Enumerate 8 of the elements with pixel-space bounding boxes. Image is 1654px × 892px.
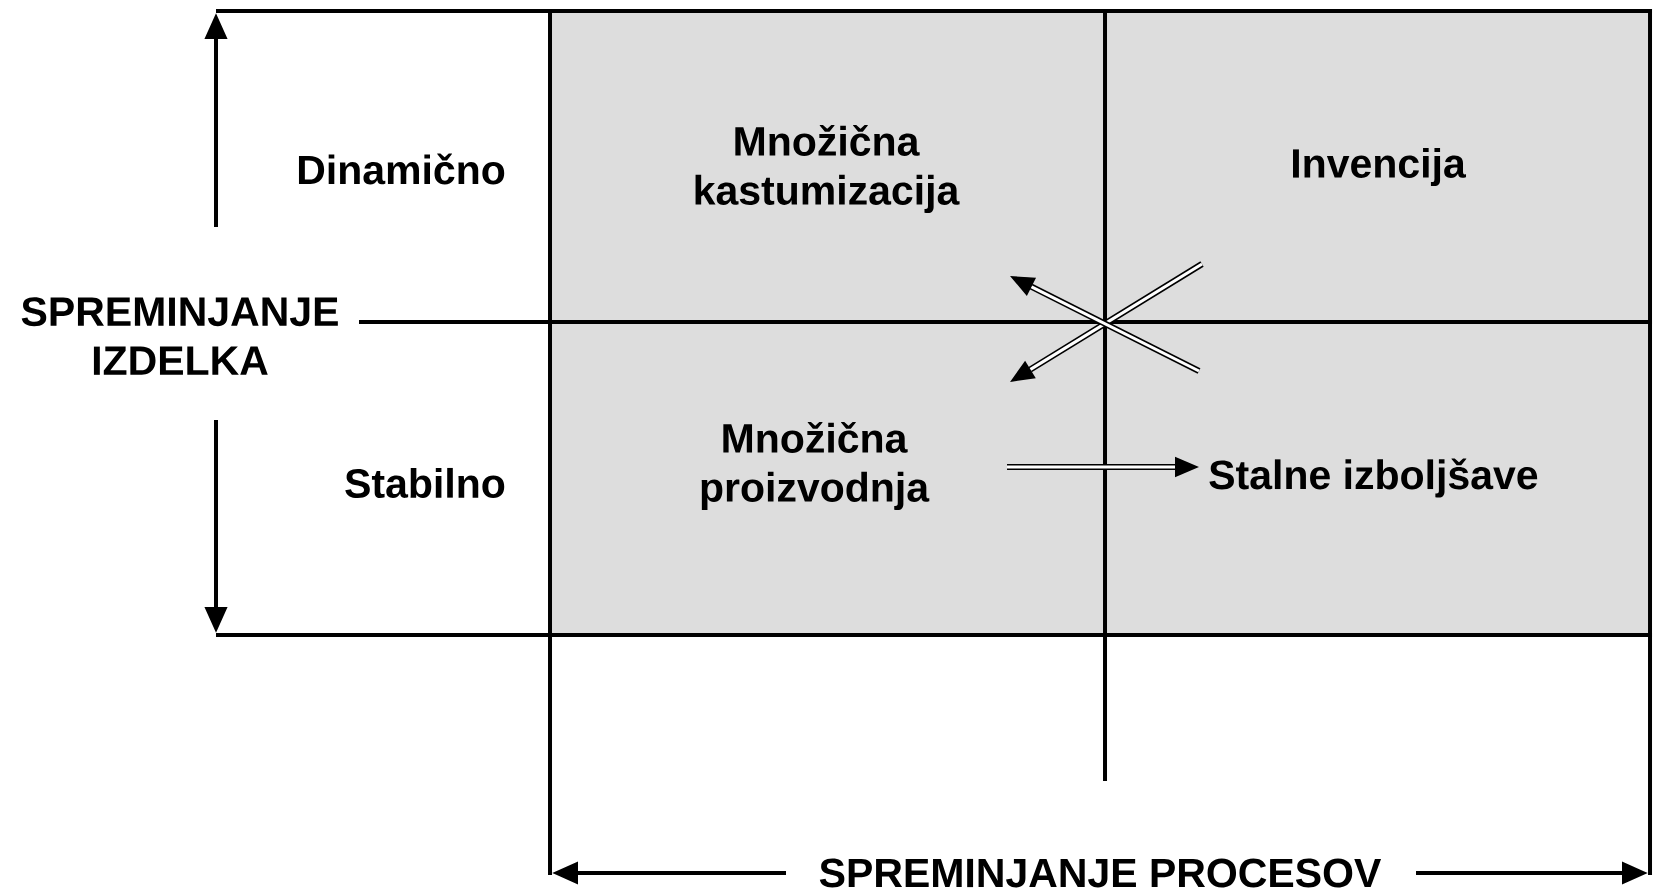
quadrant-cell: Invencija [1105,11,1650,322]
quadrant-cell: Množična kastumizacija [550,11,1105,322]
axis-label: Dinamično [298,153,505,185]
axis-label: Stabilno [345,467,505,499]
axis-label: SPREMINJANJE IZDELKA [21,297,338,375]
axis-label: SPREMINJANJE PROCESOV [819,858,1382,888]
quadrant-cell: Množična proizvodnja [550,322,1105,635]
quadrant-cell: Stalne izboljšave [1105,322,1650,635]
